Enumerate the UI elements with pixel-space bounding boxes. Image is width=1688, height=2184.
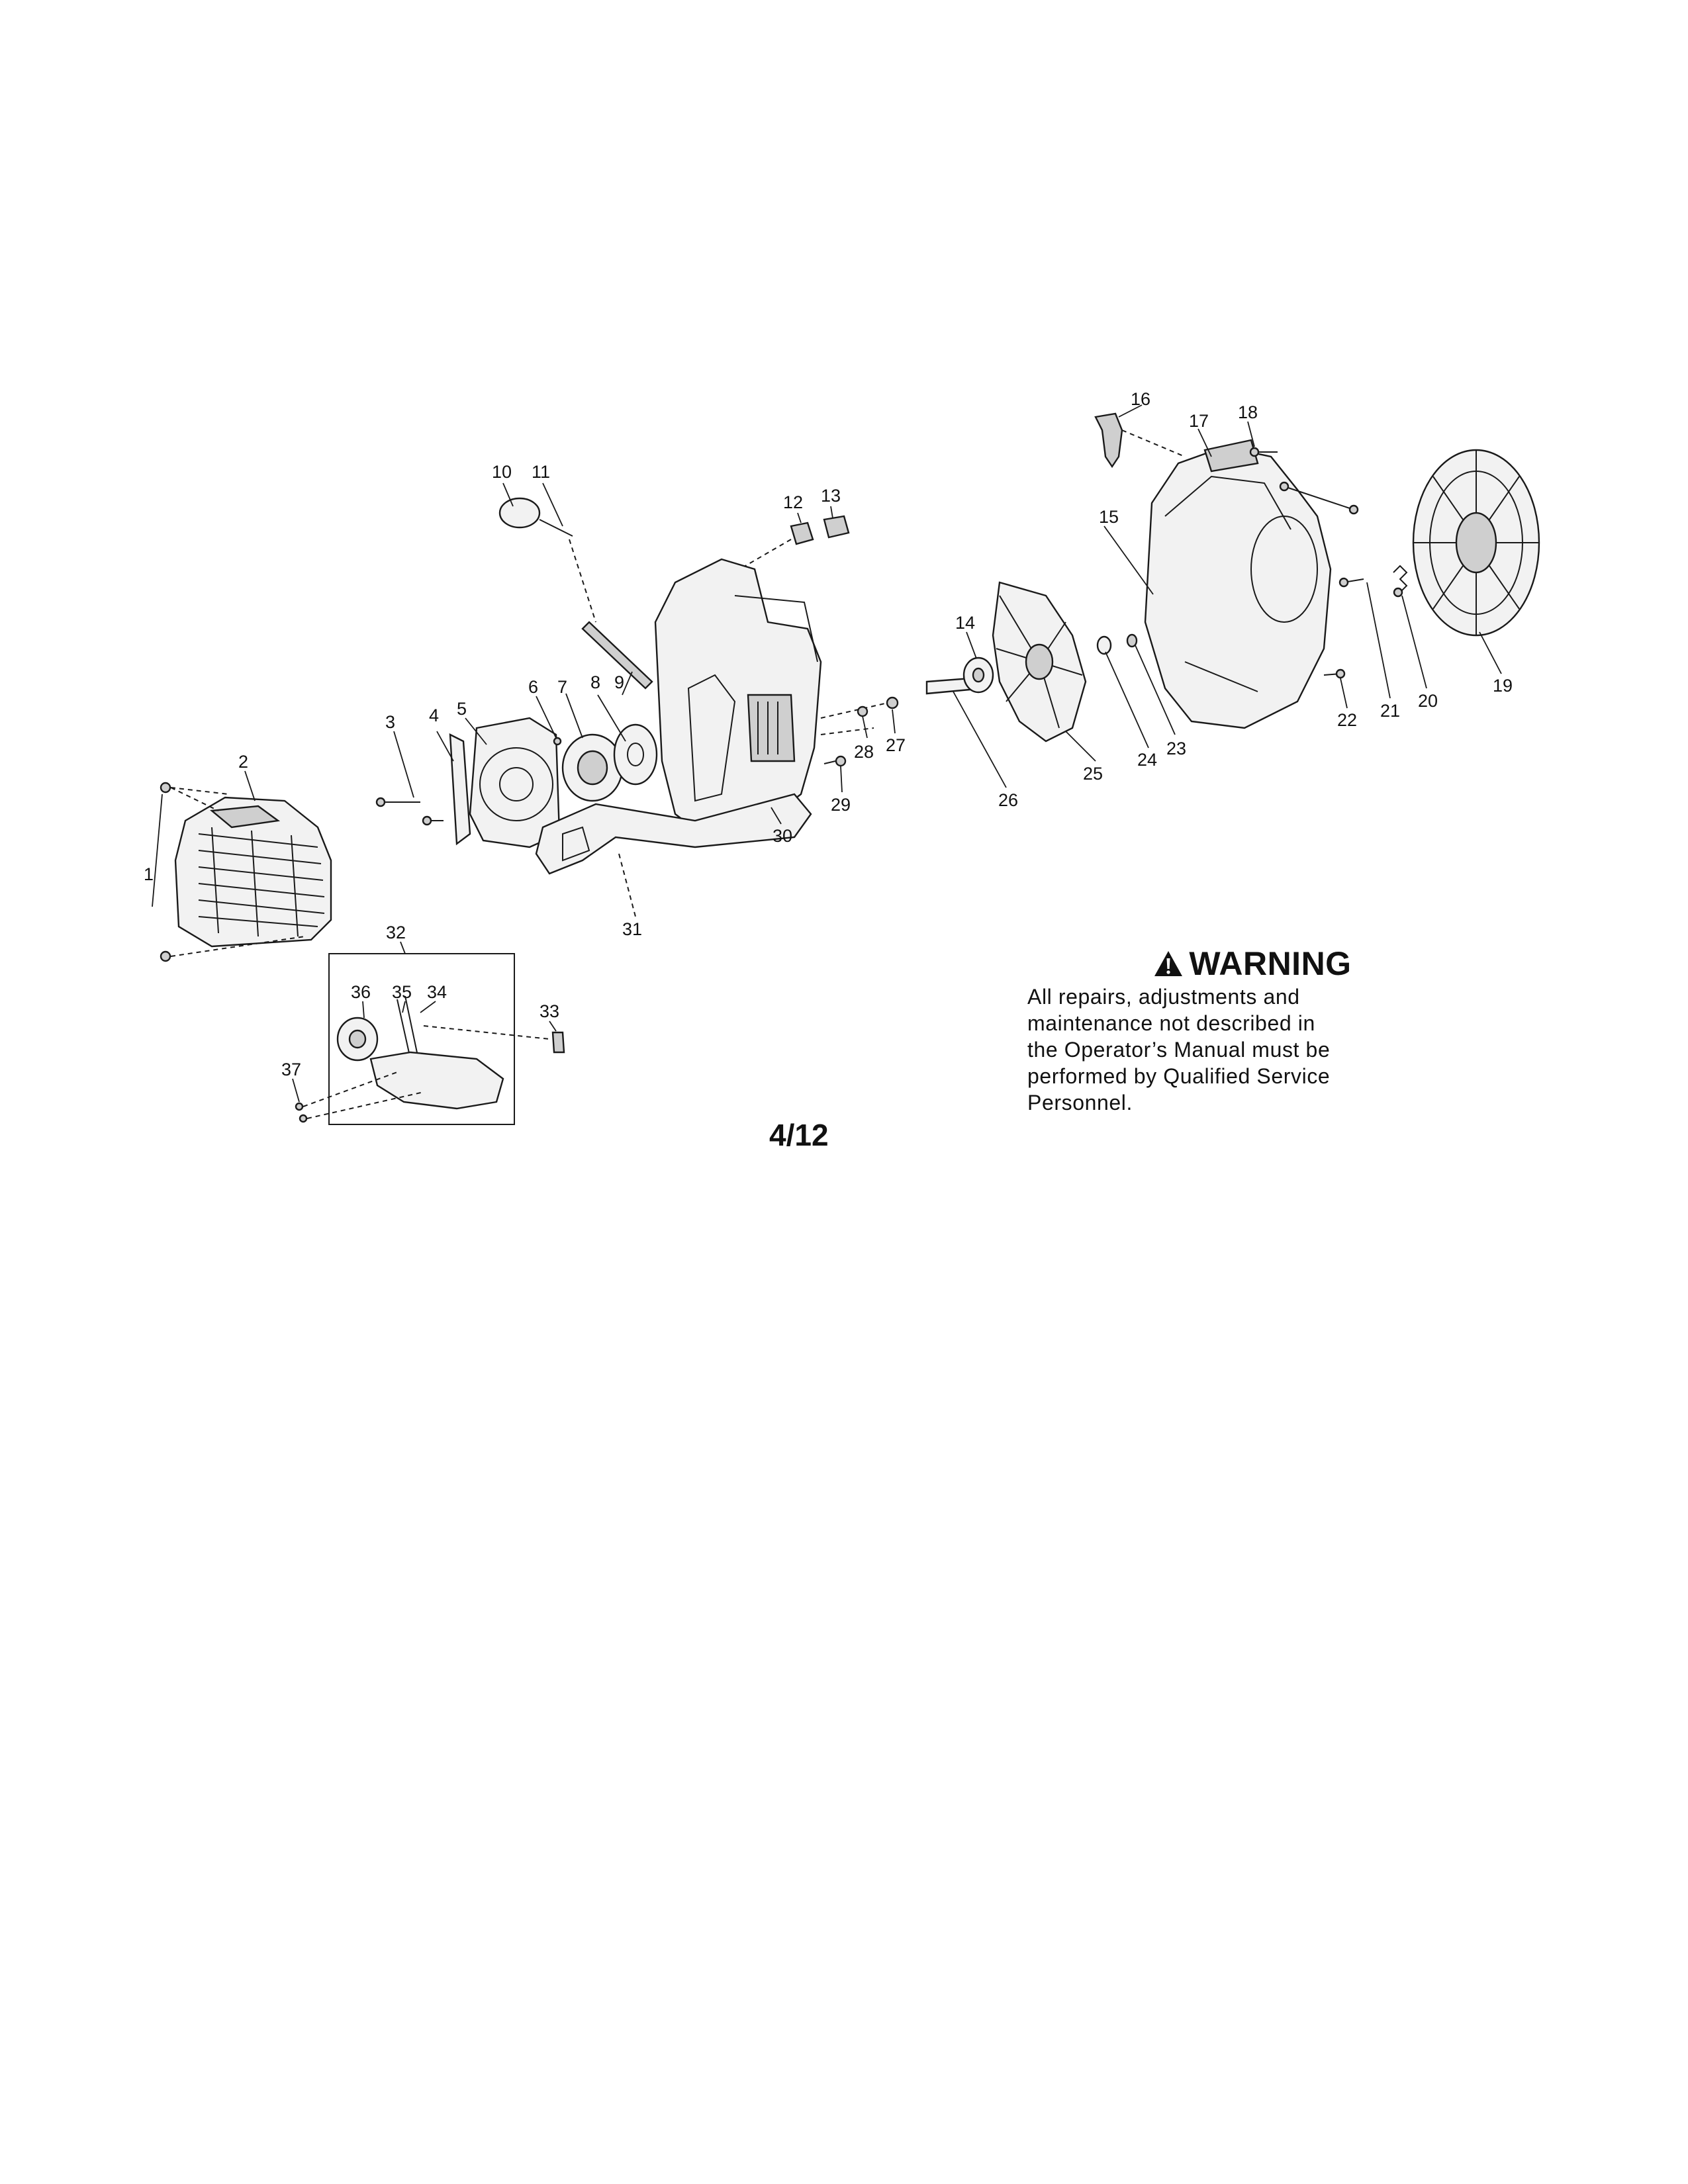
warning-notice: WARNING All repairs, adjustments and mai… bbox=[1027, 945, 1451, 1116]
callout-1: 1 bbox=[144, 864, 154, 884]
impeller-fan bbox=[992, 581, 1087, 743]
switch-part bbox=[1094, 412, 1186, 469]
callout-33: 33 bbox=[539, 1001, 559, 1021]
callout-18: 18 bbox=[1238, 402, 1258, 422]
warning-line: the Operator’s Manual must be bbox=[1027, 1038, 1331, 1062]
callout-34: 34 bbox=[427, 982, 447, 1002]
warning-heading: WARNING bbox=[1027, 945, 1451, 982]
handle bbox=[535, 793, 812, 917]
callout-13: 13 bbox=[821, 486, 841, 506]
warning-text: All repairs, adjustments and maintenance… bbox=[1027, 983, 1451, 1116]
callout-14: 14 bbox=[955, 613, 975, 633]
callout-15: 15 bbox=[1099, 507, 1119, 527]
callout-22: 22 bbox=[1337, 710, 1357, 730]
warning-line: Personnel. bbox=[1027, 1091, 1133, 1115]
callout-19: 19 bbox=[1493, 676, 1513, 696]
callout-30: 30 bbox=[773, 826, 792, 846]
callout-20: 20 bbox=[1418, 691, 1438, 711]
fan-fasteners bbox=[820, 696, 899, 767]
warning-line: All repairs, adjustments and bbox=[1027, 985, 1300, 1009]
callout-28: 28 bbox=[854, 742, 874, 762]
latch-spring bbox=[1393, 565, 1408, 598]
callout-17: 17 bbox=[1189, 411, 1209, 431]
warning-line: maintenance not described in bbox=[1027, 1011, 1315, 1035]
fan-shaft bbox=[925, 657, 994, 695]
engine-cover bbox=[174, 796, 332, 948]
callout-23: 23 bbox=[1166, 739, 1186, 758]
callout-26: 26 bbox=[998, 790, 1018, 810]
callout-12: 12 bbox=[783, 492, 803, 512]
warning-title: WARNING bbox=[1189, 945, 1352, 982]
callout-35: 35 bbox=[392, 982, 412, 1002]
leader-lines bbox=[152, 404, 1502, 1103]
callout-10: 10 bbox=[492, 462, 512, 482]
callout-8: 8 bbox=[590, 672, 600, 692]
cover-screws bbox=[160, 782, 305, 962]
callout-11: 11 bbox=[532, 462, 550, 482]
callout-2: 2 bbox=[238, 752, 248, 772]
callout-21: 21 bbox=[1380, 701, 1400, 721]
callout-24: 24 bbox=[1137, 750, 1157, 770]
callout-31: 31 bbox=[622, 919, 642, 939]
warning-line: performed by Qualified Service bbox=[1027, 1064, 1331, 1088]
callout-6: 6 bbox=[528, 677, 538, 697]
callout-36: 36 bbox=[351, 982, 371, 1002]
callout-16: 16 bbox=[1131, 389, 1150, 409]
blower-volute bbox=[1144, 439, 1332, 729]
callout-37: 37 bbox=[281, 1060, 301, 1079]
callout-29: 29 bbox=[831, 795, 851, 815]
callouts: 1 2 3 4 5 6 7 8 9 10 11 12 13 14 15 16 1… bbox=[144, 389, 1513, 1079]
callout-3: 3 bbox=[385, 712, 395, 732]
kit-box bbox=[295, 953, 565, 1125]
callout-27: 27 bbox=[886, 735, 906, 755]
page-number: 4/12 bbox=[769, 1118, 829, 1152]
throttle-knob bbox=[498, 497, 653, 690]
callout-7: 7 bbox=[557, 677, 567, 697]
starter-pulley bbox=[553, 733, 624, 802]
callout-25: 25 bbox=[1083, 764, 1103, 784]
callout-5: 5 bbox=[457, 699, 467, 719]
intake-screen bbox=[1412, 449, 1540, 637]
warning-triangle-icon bbox=[1154, 951, 1183, 976]
callout-32: 32 bbox=[386, 923, 406, 942]
screws-and-gasket bbox=[375, 733, 471, 846]
callout-4: 4 bbox=[429, 705, 439, 725]
callout-9: 9 bbox=[614, 672, 624, 692]
blower-housing bbox=[654, 558, 822, 835]
volute-screws bbox=[1249, 447, 1364, 679]
